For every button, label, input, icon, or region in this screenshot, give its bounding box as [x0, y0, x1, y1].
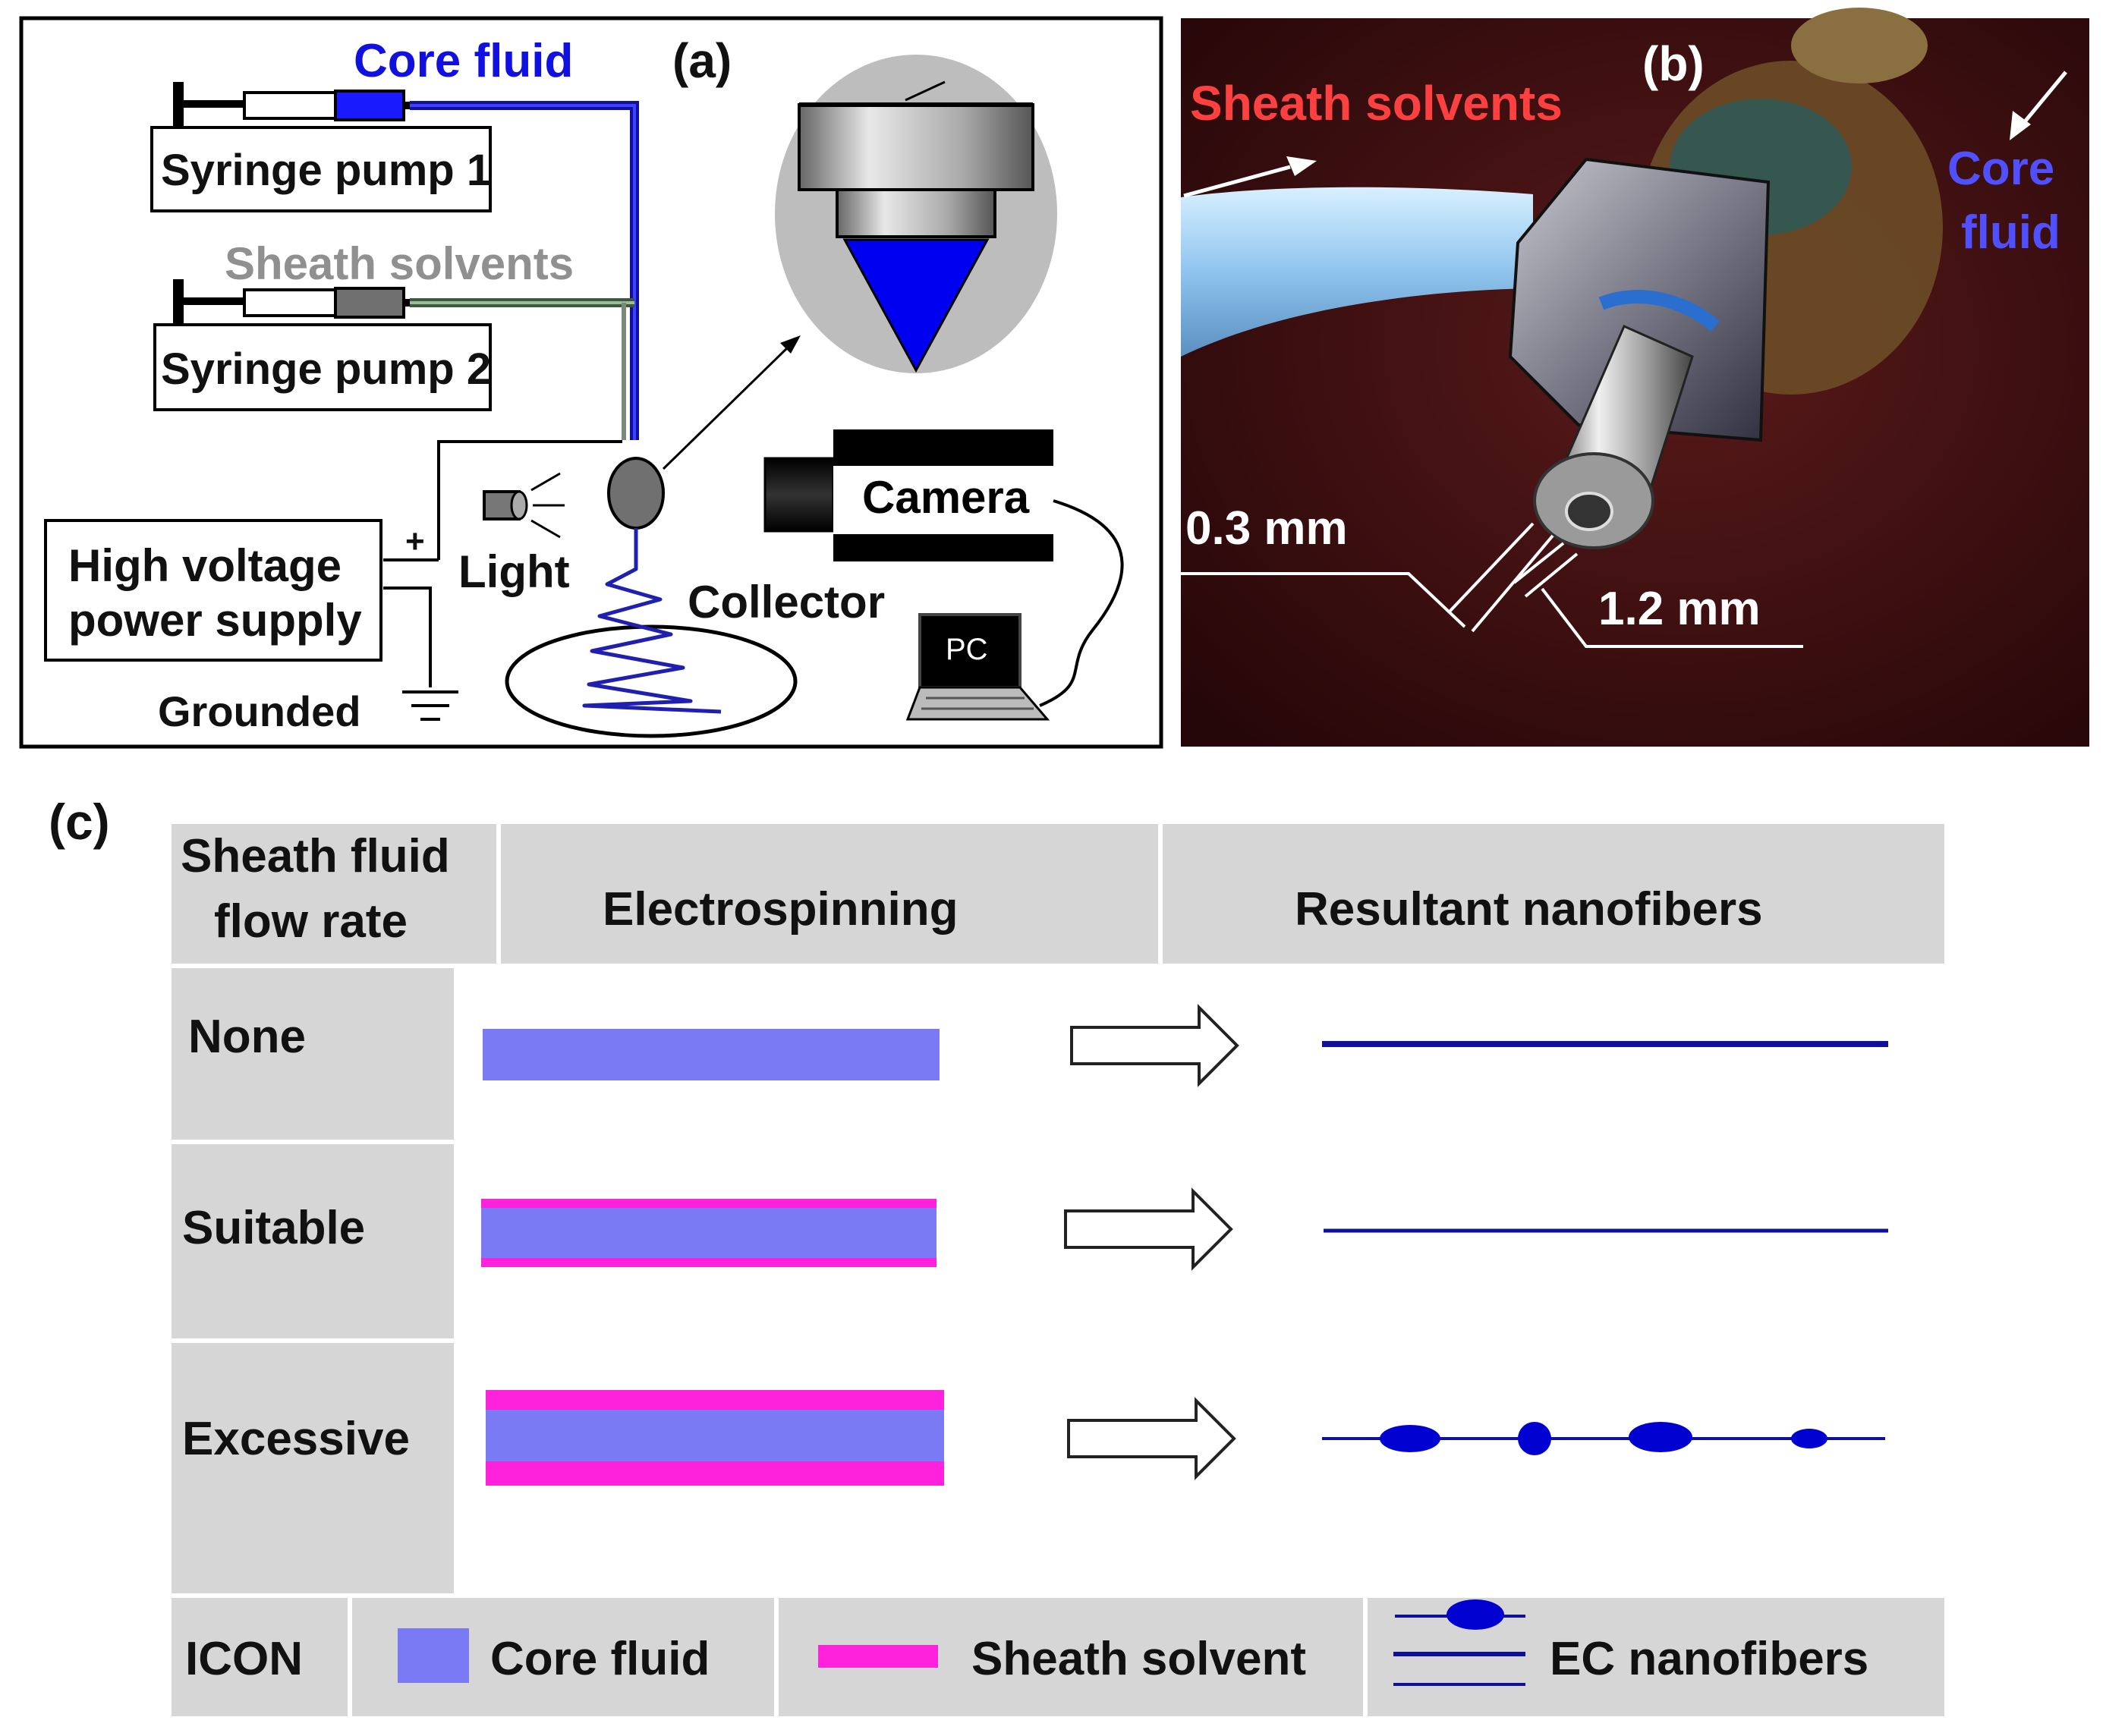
syringe-pump-2-label: Syringe pump 2 — [161, 344, 492, 394]
syringe-pump-2-box — [153, 323, 492, 411]
row-excessive-core — [486, 1410, 944, 1461]
tube-sheath — [1181, 187, 1533, 357]
row-suitable-core — [481, 1208, 937, 1258]
sheath-solvents-label: Sheath solvents — [225, 238, 575, 289]
arrow-right-icon — [1064, 1187, 1233, 1271]
pc-label: PC — [946, 633, 988, 666]
camera-label: Camera — [862, 472, 1030, 523]
legend-ec-nanofibers-label: EC nanofibers — [1550, 1633, 1869, 1685]
dimension-inner-label: 0.3 mm — [1185, 502, 1348, 555]
light-label: Light — [458, 546, 570, 597]
arrow-right-icon — [1070, 1004, 1239, 1087]
legend-fiber-icon — [1393, 1599, 1525, 1686]
collector-label: Collector — [688, 577, 886, 627]
header-electrospinning: Electrospinning — [603, 883, 959, 936]
panel-a-label: (a) — [672, 33, 732, 88]
core-fluid-photo-line1: Core — [1947, 143, 2055, 195]
spinneret-icon — [607, 457, 665, 530]
row-none-core — [483, 1029, 940, 1080]
header-resultant-nanofibers: Resultant nanofibers — [1295, 883, 1763, 936]
camera-cable — [1039, 499, 1124, 707]
legend-sheath-solvent-label: Sheath solvent — [971, 1633, 1306, 1685]
core-fluid-photo-line2: fluid — [1961, 206, 2060, 259]
row-label-none: None — [188, 1011, 306, 1063]
hv-supply-box — [44, 519, 382, 662]
panel-b-label: (b) — [1642, 36, 1705, 91]
legend-sheath-swatch — [818, 1645, 938, 1668]
fiber-jet — [582, 528, 722, 714]
core-fluid-label: Core fluid — [354, 35, 574, 87]
syringe-pump-1-box — [150, 126, 492, 212]
syringe-pump-1-label: Syringe pump 1 — [161, 146, 492, 195]
panel-b — [1181, 8, 2089, 747]
legend-title: ICON — [185, 1633, 303, 1685]
header-flow-rate-line1: Sheath fluid — [181, 830, 450, 882]
row-label-excessive: Excessive — [182, 1413, 410, 1465]
dim-line-outer — [1541, 587, 1803, 648]
fiber-excessive-beaded — [1322, 1422, 1885, 1455]
header-flow-rate-line2: flow rate — [214, 895, 408, 948]
zoom-nozzle — [775, 55, 1057, 373]
panel-a — [19, 16, 1163, 749]
sheath-solvents-photo-label: Sheath solvents — [1190, 76, 1563, 131]
panel-c-table — [172, 824, 1944, 1716]
syringe-1 — [173, 82, 413, 127]
row-label-suitable: Suitable — [182, 1202, 366, 1254]
legend-core-swatch — [398, 1628, 469, 1683]
grounded-label: Grounded — [158, 687, 361, 735]
syringe-2 — [173, 279, 413, 325]
hv-supply-line1: High voltage — [68, 540, 342, 591]
arrow-right-icon — [1067, 1397, 1236, 1480]
dim-line-inner — [1181, 572, 1466, 628]
collector-plate — [505, 624, 798, 738]
legend-core-fluid-label: Core fluid — [490, 1633, 710, 1685]
plus-sign: + — [405, 523, 425, 560]
camera-icon — [763, 429, 1053, 561]
hv-supply-line2: power supply — [68, 595, 362, 646]
panel-c-label: (c) — [49, 794, 110, 850]
hv-wire — [437, 440, 622, 560]
light-icon — [483, 472, 565, 539]
ground-icon — [402, 690, 458, 721]
pc-icon — [905, 613, 1050, 721]
dimension-outer-label: 1.2 mm — [1598, 583, 1761, 635]
